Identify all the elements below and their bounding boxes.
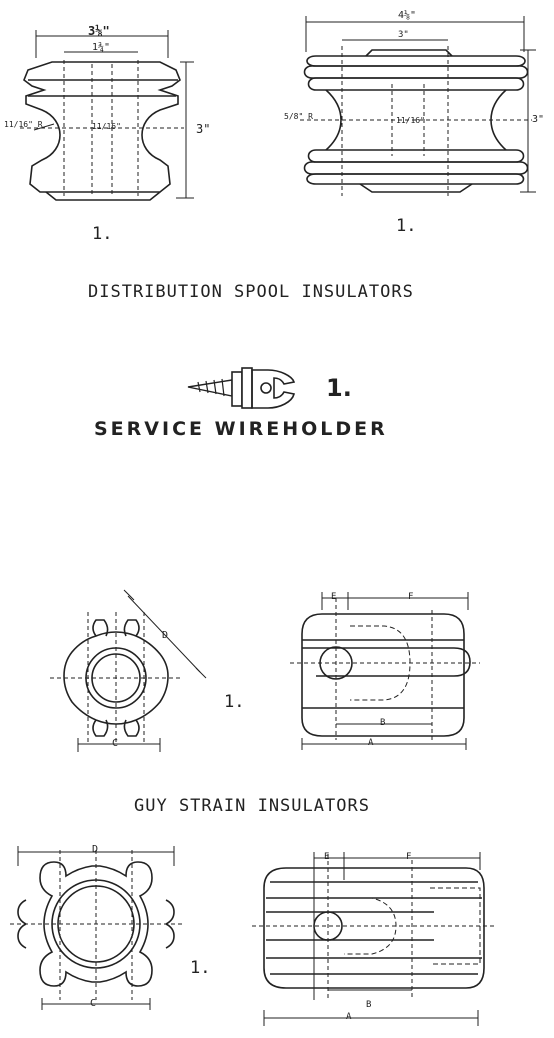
small-spool-dim-height: 3" <box>196 122 211 136</box>
large-spool-number: 1. <box>396 216 417 236</box>
lower-dim-a: A <box>346 1012 352 1022</box>
lower-dim-d: D <box>92 844 99 855</box>
upper-dim-c: C <box>112 738 119 749</box>
large-spool-dim-top: 4⅛" <box>398 10 417 21</box>
large-spool-dim-height: 3" <box>532 114 545 125</box>
lower-dim-f: F <box>406 852 412 862</box>
small-spool-dim-radius: 11/16" R <box>4 120 43 129</box>
small-spool-dim-inner: 1¾" <box>92 42 111 53</box>
large-spool-dim-bore: 11/16" <box>396 116 425 125</box>
lower-guy-number: 1. <box>190 958 211 978</box>
small-spool-number: 1. <box>92 224 113 244</box>
spool-section-title: DISTRIBUTION SPOOL INSULATORS <box>88 282 414 302</box>
upper-guy-strain-side-view <box>290 592 480 750</box>
small-spool-insulator <box>20 30 194 201</box>
upper-dim-e: E <box>331 592 337 602</box>
guy-section-title: GUY STRAIN INSULATORS <box>134 796 370 816</box>
upper-guy-number: 1. <box>224 692 245 712</box>
upper-dim-f: F <box>408 592 414 602</box>
lower-guy-strain-end-view <box>10 846 184 1010</box>
small-spool-dim-bore: 11/16" <box>92 122 121 131</box>
upper-dim-b: B <box>380 718 386 728</box>
lower-dim-b: B <box>366 1000 372 1010</box>
lower-guy-strain-side-view <box>252 852 496 1026</box>
wireholder-title: SERVICE WIREHOLDER <box>94 418 388 440</box>
upper-dim-d: D <box>162 630 169 641</box>
upper-dim-a: A <box>368 738 374 748</box>
lower-dim-e: E <box>324 852 330 862</box>
small-spool-dim-top: 3⅛" <box>88 24 110 38</box>
large-spool-dim-radius: 5/8" R <box>284 112 313 121</box>
wireholder-number: 1. <box>326 374 352 402</box>
large-spool-dim-inner: 3" <box>398 30 409 40</box>
service-wireholder <box>187 367 296 409</box>
upper-guy-strain-end-view <box>50 589 207 752</box>
lower-dim-c: C <box>90 998 97 1009</box>
large-spool-insulator <box>300 16 536 196</box>
